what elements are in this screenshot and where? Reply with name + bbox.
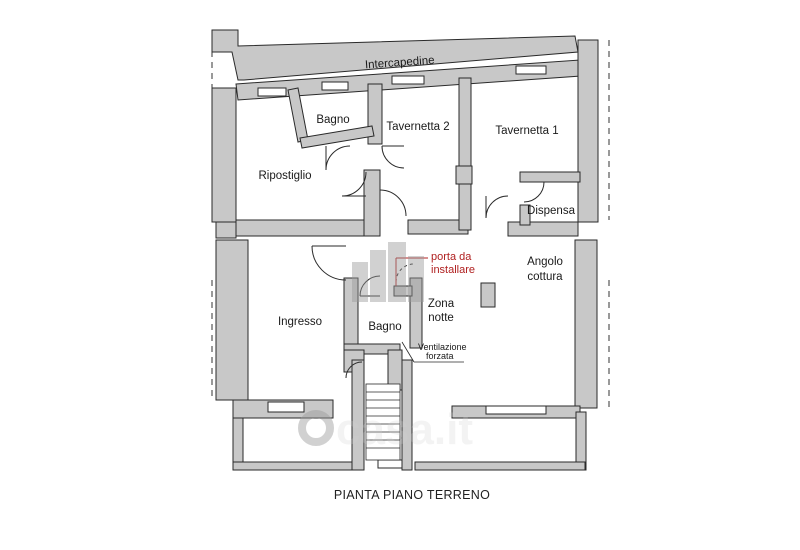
- label-tavernetta-1: Tavernetta 1: [495, 125, 558, 137]
- label-intercapedine: Intercapedine: [365, 55, 435, 72]
- note-porta-da-installare-line1: porta da: [431, 251, 472, 263]
- walls: [211, 29, 599, 471]
- label-bagno-top: Bagno: [316, 114, 349, 126]
- label-angolo-cottura-line2: cottura: [527, 271, 563, 283]
- label-dispensa: Dispensa: [527, 205, 576, 217]
- ventilation-leader: [401, 341, 464, 363]
- note-ventilazione-line2: forzata: [426, 351, 454, 361]
- label-bagno-central: Bagno: [368, 321, 401, 333]
- note-ventilazione-line1: Ventilazione: [418, 342, 467, 352]
- label-zona-notte-line1: Zona: [428, 298, 455, 310]
- watermark-text: casa.it: [336, 405, 473, 454]
- note-porta-da-installare-line2: installare: [431, 264, 475, 276]
- door-to-install-marker: [395, 257, 428, 286]
- label-zona-notte-line2: notte: [428, 312, 454, 324]
- watermark-logo: casa.it: [298, 242, 473, 454]
- label-ripostiglio: Ripostiglio: [258, 170, 311, 182]
- doors: [311, 145, 545, 379]
- label-ingresso: Ingresso: [278, 316, 322, 328]
- staircase: [365, 383, 401, 461]
- plan-title: PIANTA PIANO TERRENO: [334, 488, 490, 502]
- windows: [257, 65, 547, 469]
- label-angolo-cottura-line1: Angolo: [527, 256, 563, 268]
- label-tavernetta-2: Tavernetta 2: [386, 121, 449, 133]
